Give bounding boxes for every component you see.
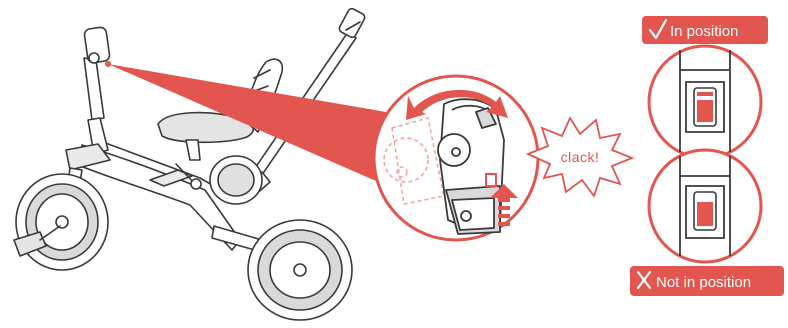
clack-burst: clack! — [528, 118, 632, 196]
not-in-position-badge: Not in position — [630, 266, 784, 296]
not-in-position-label: Not in position — [656, 274, 751, 291]
tricycle-illustration — [14, 7, 366, 320]
not-in-position-detail — [649, 150, 761, 262]
rear-wheel-small — [210, 156, 262, 204]
hinge-joint — [438, 99, 504, 234]
fold-joint-closeup — [374, 76, 538, 240]
in-position-badge: In position — [642, 16, 768, 44]
rear-wheel-large — [212, 220, 352, 320]
magnify-origin-dot — [105, 61, 111, 67]
clack-label: clack! — [561, 149, 600, 165]
lock-button — [486, 174, 496, 186]
front-wheel — [16, 174, 108, 270]
in-position-label: In position — [670, 23, 738, 40]
in-position-detail — [649, 46, 761, 158]
